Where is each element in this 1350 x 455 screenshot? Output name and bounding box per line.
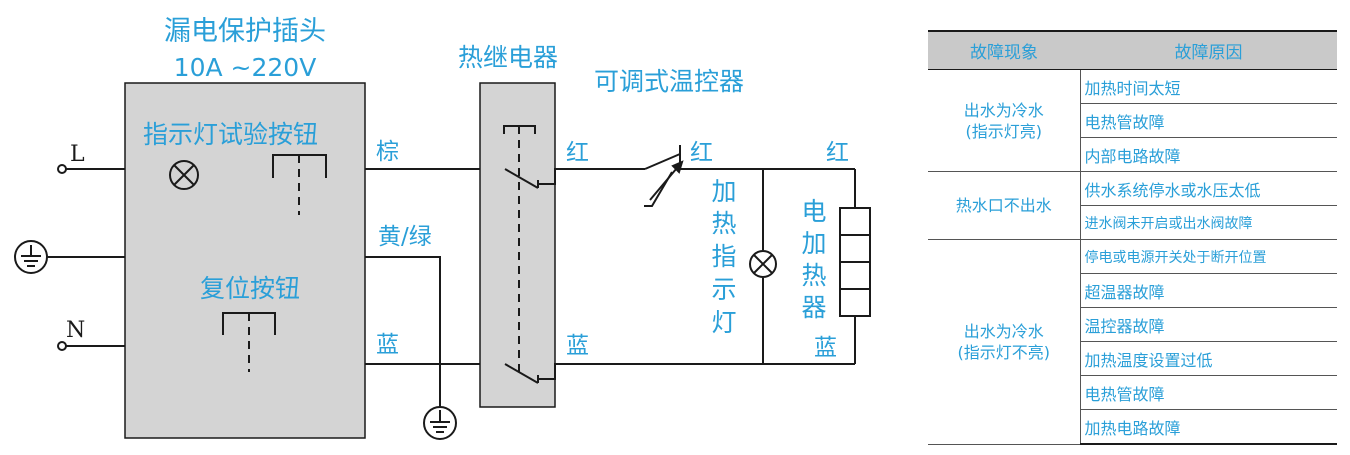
svg-text:热: 热 <box>801 261 826 290</box>
heater-label: 电 加 热 器 <box>801 197 826 322</box>
table-row: 出水为冷水(指示灯不亮) 停电或电源开关处于断开位置 <box>928 239 1337 445</box>
table-row: 热水口不出水 供水系统停水或水压太低 <box>928 171 1337 240</box>
wire-red-3-label: 红 <box>826 140 849 166</box>
table-row: 加热电路故障 <box>928 409 1337 445</box>
terminal-N-label: N <box>66 318 85 343</box>
svg-text:指: 指 <box>711 242 736 271</box>
cause-cell: 供水系统停水或水压太低 <box>1080 171 1337 206</box>
heating-lamp-icon <box>749 250 777 278</box>
svg-text:热: 热 <box>711 209 736 238</box>
symptom-cell: 出水为冷水(指示灯亮) <box>928 69 1081 172</box>
reset-button-icon <box>222 312 276 372</box>
table-row: 内部电路故障 <box>928 137 1337 172</box>
wiring-diagram: 漏电保护插头 10A ~220V 指示灯试验按钮 复位按钮 L N <box>14 16 871 440</box>
cause-cell: 超温器故障 <box>1080 273 1337 308</box>
test-button-icon <box>272 154 327 215</box>
svg-text:灯: 灯 <box>711 308 736 337</box>
reset-label: 复位按钮 <box>200 274 300 303</box>
leakage-plug-box <box>124 82 366 439</box>
table-row: 加热温度设置过低 <box>928 341 1337 376</box>
table-row: 超温器故障 <box>928 273 1337 308</box>
table-header-row: 故障现象 故障原因 <box>928 30 1337 70</box>
wire-red-1-label: 红 <box>566 140 589 166</box>
cause-cell: 电热管故障 <box>1080 375 1337 410</box>
wire-blue-right-label: 蓝 <box>814 335 837 361</box>
cause-cell: 加热电路故障 <box>1080 409 1337 445</box>
terminal-L-icon <box>57 164 67 174</box>
svg-text:加: 加 <box>801 229 826 258</box>
wire-red-2-label: 红 <box>690 140 713 166</box>
cause-cell: 进水阀未开启或出水阀故障 <box>1080 205 1337 240</box>
cause-cell: 温控器故障 <box>1080 307 1337 342</box>
svg-text:器: 器 <box>801 293 826 322</box>
fault-table: 故障现象 故障原因 出水为冷水(指示灯亮) 加热时间太短 电热管故障 内部电路故… <box>928 30 1337 445</box>
terminal-N-icon <box>57 341 67 351</box>
terminal-L-label: L <box>70 142 85 167</box>
table-row: 电热管故障 <box>928 375 1337 410</box>
cause-cell: 电热管故障 <box>1080 103 1337 138</box>
ground-symbol-icon <box>423 406 457 440</box>
symptom-cell: 出水为冷水(指示灯不亮) <box>928 239 1081 445</box>
wire-blue-left-label: 蓝 <box>376 332 399 358</box>
header-symptom: 故障现象 <box>928 30 1080 70</box>
wire-brown-label: 棕 <box>376 139 399 165</box>
symptom-cell: 热水口不出水 <box>928 171 1081 240</box>
indicator-lamp-icon <box>169 160 199 190</box>
heating-lamp-label: 加 热 指 示 灯 <box>711 177 736 337</box>
cause-cell: 加热温度设置过低 <box>1080 341 1337 376</box>
table-row: 温控器故障 <box>928 307 1337 342</box>
wire-yellow-green-label: 黄/绿 <box>378 224 432 250</box>
table-row: 进水阀未开启或出水阀故障 <box>928 205 1337 240</box>
cause-cell: 停电或电源开关处于断开位置 <box>1080 239 1337 274</box>
thermostat-label: 可调式温控器 <box>594 67 744 96</box>
table-row: 出水为冷水(指示灯亮) 加热时间太短 <box>928 69 1337 172</box>
svg-text:示: 示 <box>711 275 736 304</box>
cause-cell: 内部电路故障 <box>1080 137 1337 172</box>
thermal-relay-box <box>479 82 556 408</box>
cause-cell: 加热时间太短 <box>1080 69 1337 104</box>
indicator-test-label: 指示灯试验按钮 <box>143 120 318 149</box>
thermostat-icon <box>644 145 685 207</box>
relay-label: 热继电器 <box>458 43 558 72</box>
svg-text:加: 加 <box>711 177 736 206</box>
heater-icon <box>839 207 871 317</box>
wire-blue-mid-label: 蓝 <box>566 333 589 359</box>
header-cause: 故障原因 <box>1080 30 1337 70</box>
plug-rating: 10A ~220V <box>174 53 317 82</box>
ground-terminal-icon <box>14 240 48 274</box>
plug-title: 漏电保护插头 <box>164 16 326 47</box>
svg-text:电: 电 <box>801 197 826 226</box>
table-row: 电热管故障 <box>928 103 1337 138</box>
